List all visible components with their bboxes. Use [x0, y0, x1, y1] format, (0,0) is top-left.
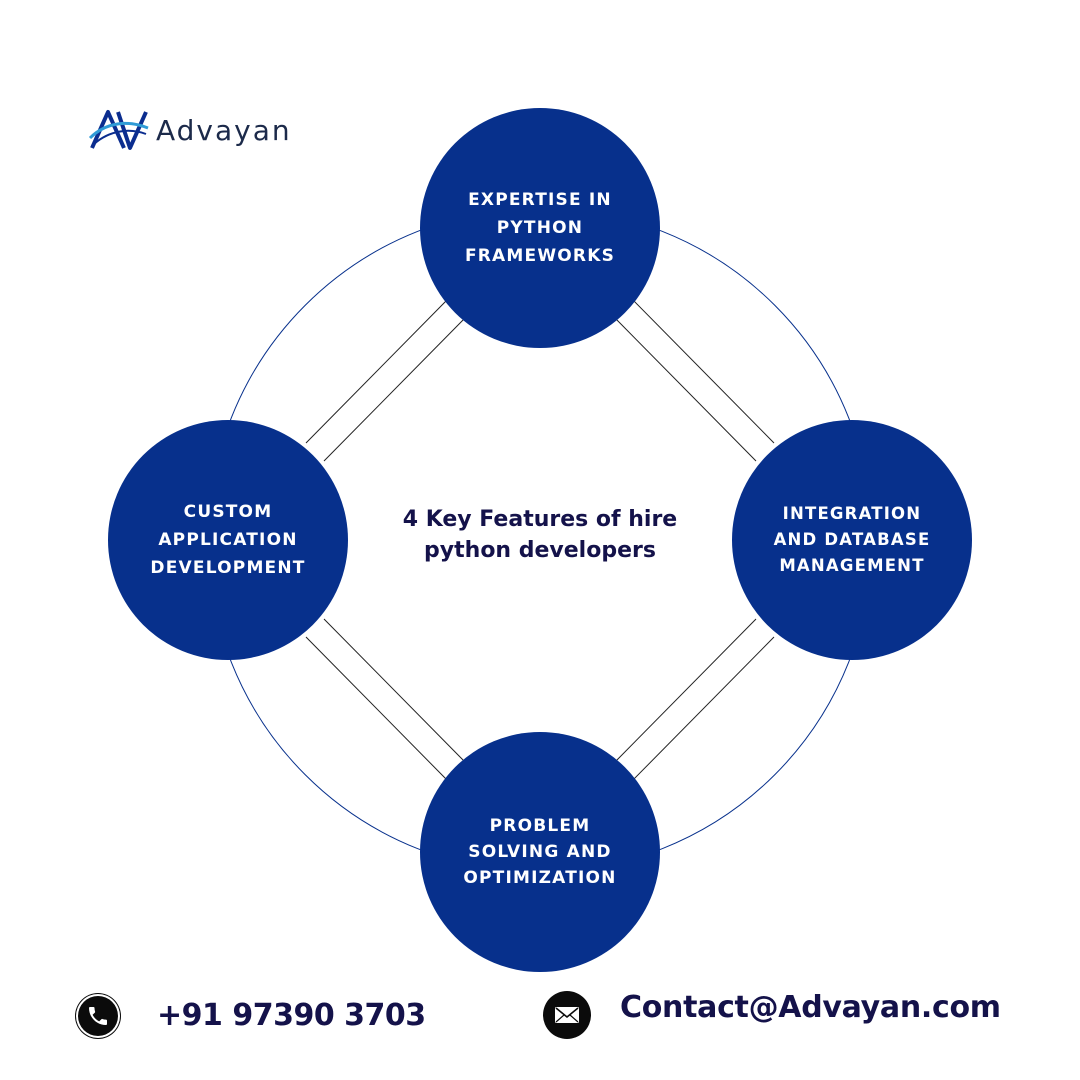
feature-node-custom-application: CUSTOM APPLICATION DEVELOPMENT — [108, 420, 348, 660]
feature-label: PROBLEM SOLVING AND OPTIMIZATION — [463, 816, 617, 888]
advayan-logo-icon — [88, 110, 149, 150]
brand-logo: Advayan — [88, 108, 292, 152]
feature-label: CUSTOM APPLICATION DEVELOPMENT — [150, 502, 306, 578]
connector-bottom-left — [305, 618, 466, 781]
feature-node-integration-database: INTEGRATION AND DATABASE MANAGEMENT — [732, 420, 972, 660]
feature-label: INTEGRATION AND DATABASE MANAGEMENT — [773, 504, 931, 575]
feature-node-python-frameworks: EXPERTISE IN PYTHON FRAMEWORKS — [420, 108, 660, 348]
email-address[interactable]: Contact@Advayan.com — [620, 990, 1001, 1025]
feature-node-problem-solving: PROBLEM SOLVING AND OPTIMIZATION — [420, 732, 660, 972]
phone-glyph-icon — [89, 1007, 107, 1025]
connector-bottom-right — [614, 618, 775, 781]
mail-icon[interactable] — [543, 991, 591, 1039]
phone-number[interactable]: +91 97390 3703 — [157, 998, 426, 1033]
connector-top-left — [305, 299, 466, 462]
phone-icon[interactable] — [76, 994, 120, 1038]
brand-name: Advayan — [156, 113, 292, 147]
diagram-title: 4 Key Features of hire python developers — [402, 507, 678, 563]
connector-top-right — [614, 299, 775, 462]
feature-label: EXPERTISE IN PYTHON FRAMEWORKS — [464, 190, 616, 266]
envelope-glyph-icon — [555, 1007, 579, 1023]
